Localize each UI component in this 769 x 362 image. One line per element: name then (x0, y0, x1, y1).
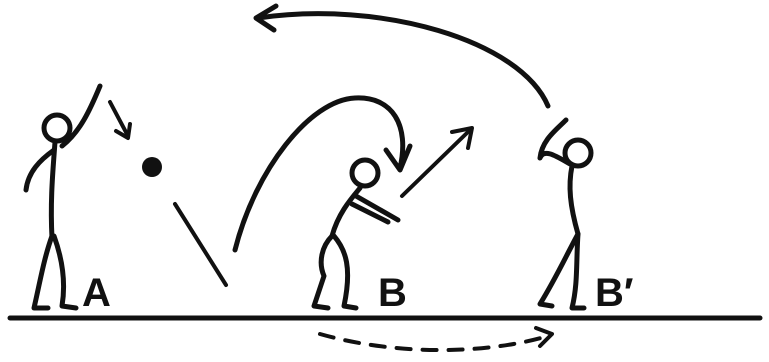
ball (142, 157, 162, 177)
ball-drop-line (175, 204, 226, 285)
hit-direction-arrow (402, 128, 472, 196)
bounce-arc-arrow (235, 98, 410, 250)
player-b-prime-figure (540, 120, 591, 308)
throw-direction-arrow (110, 102, 130, 138)
label-player-b: B (378, 271, 407, 315)
return-arc-arrow (256, 6, 548, 106)
run-dashed-arrow (320, 328, 552, 350)
label-player-a: A (82, 271, 111, 315)
label-player-b-prime: B′ (595, 271, 633, 315)
